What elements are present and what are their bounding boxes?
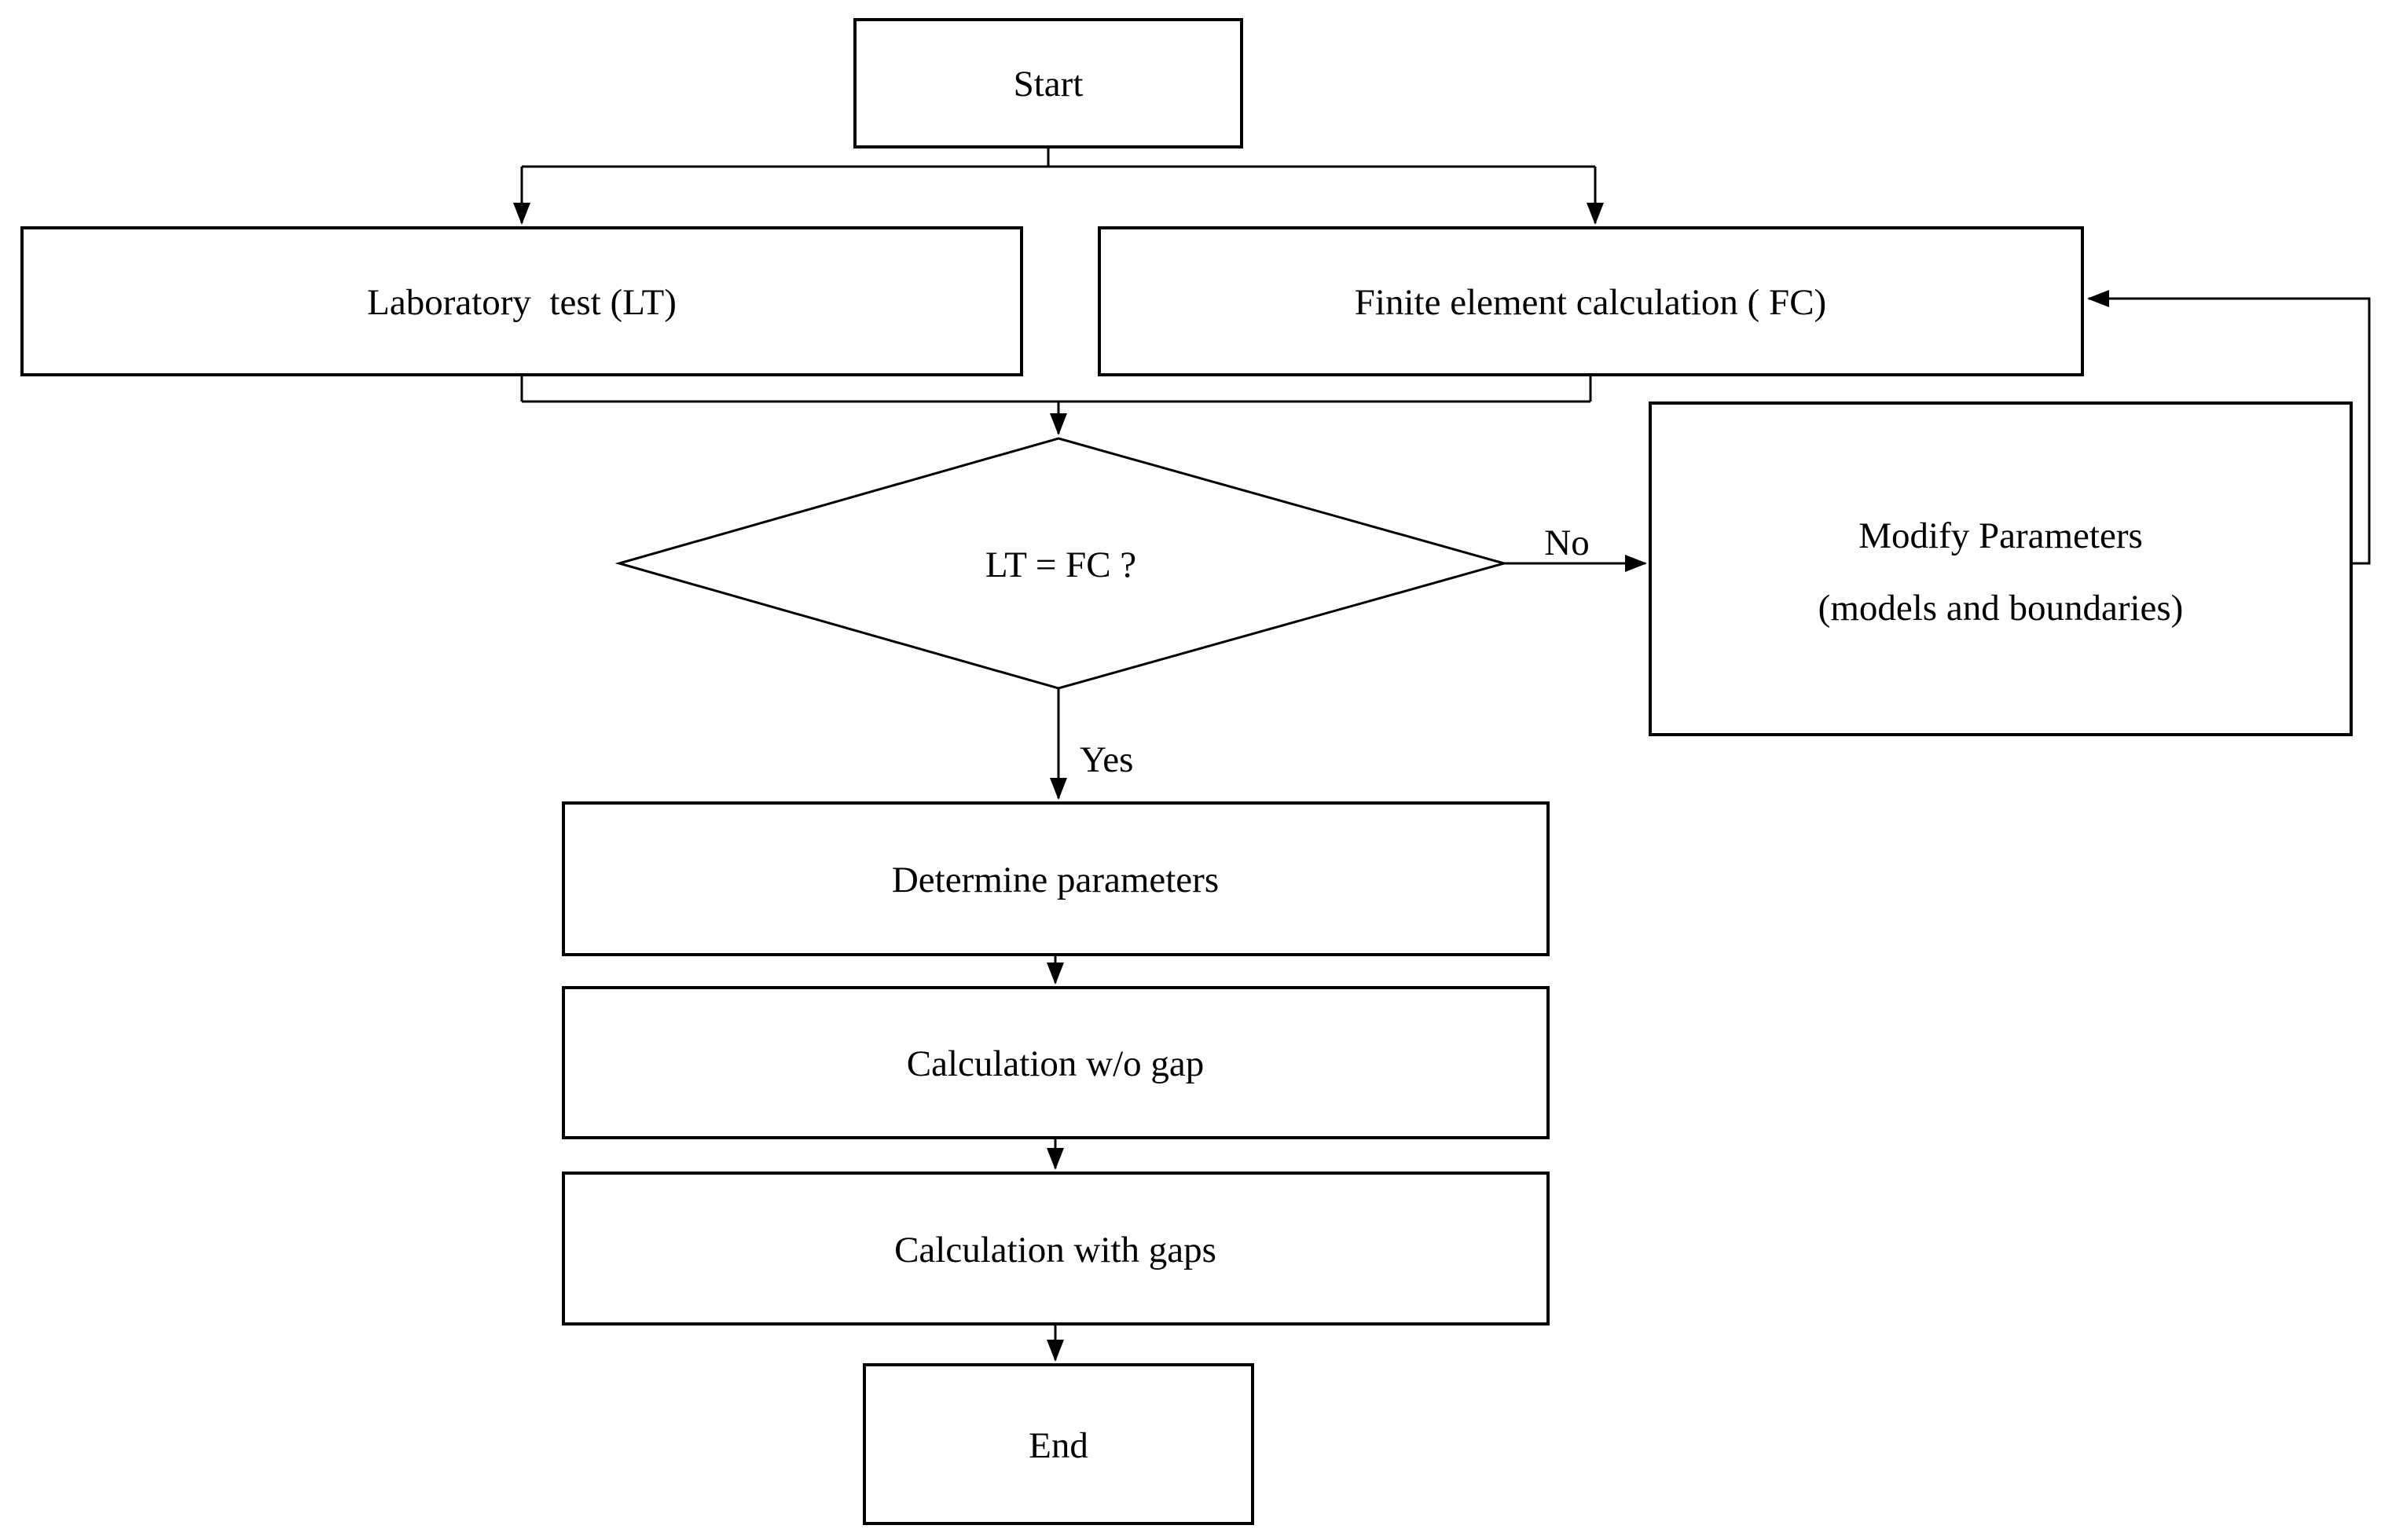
calculation-without-gap-box (562, 986, 1550, 1139)
node-determine-parameters: Determine parameters (562, 801, 1550, 956)
node-finite-element-calculation: Finite element calculation ( FC) (1098, 226, 2084, 376)
calculation-with-gaps-label: Calculation with gaps (894, 1230, 1216, 1270)
finite-element-calculation-box (1098, 226, 2084, 376)
node-end: End (863, 1363, 1254, 1525)
node-start: Start (853, 18, 1243, 148)
laboratory-test-label: Laboratory test (LT) (367, 282, 677, 323)
determine-parameters-box (562, 801, 1550, 956)
start-label: Start (1014, 64, 1084, 104)
end-box (863, 1363, 1254, 1525)
calculation-without-gap-label: Calculation w/o gap (907, 1043, 1205, 1084)
no-edge-label: No (1544, 522, 1589, 563)
laboratory-test-box (20, 226, 1023, 376)
node-calculation-without-gap: Calculation w/o gap (562, 986, 1550, 1139)
modify-parameters-label-line2: (models and boundaries) (1818, 588, 2184, 629)
start-box (853, 18, 1243, 148)
end-label: End (1029, 1425, 1088, 1466)
finite-element-calculation-label: Finite element calculation ( FC) (1355, 282, 1826, 323)
node-calculation-with-gaps: Calculation with gaps (562, 1172, 1550, 1326)
node-modify-parameters: Modify Parameters (models and boundaries… (1649, 402, 2353, 736)
edge-loop-modify-to-finite-element (2087, 290, 2371, 565)
decision-label: LT = FC ? (985, 544, 1136, 585)
calculation-with-gaps-box (562, 1172, 1550, 1326)
modify-parameters-label-line1: Modify Parameters (1858, 515, 2143, 556)
node-laboratory-test: Laboratory test (LT) (20, 226, 1023, 376)
node-decision: LT = FC ? (615, 437, 1509, 690)
modify-parameters-box (1649, 402, 2353, 736)
decision-diamond (615, 437, 1509, 690)
yes-edge-label: Yes (1080, 739, 1133, 780)
determine-parameters-label: Determine parameters (892, 860, 1219, 900)
